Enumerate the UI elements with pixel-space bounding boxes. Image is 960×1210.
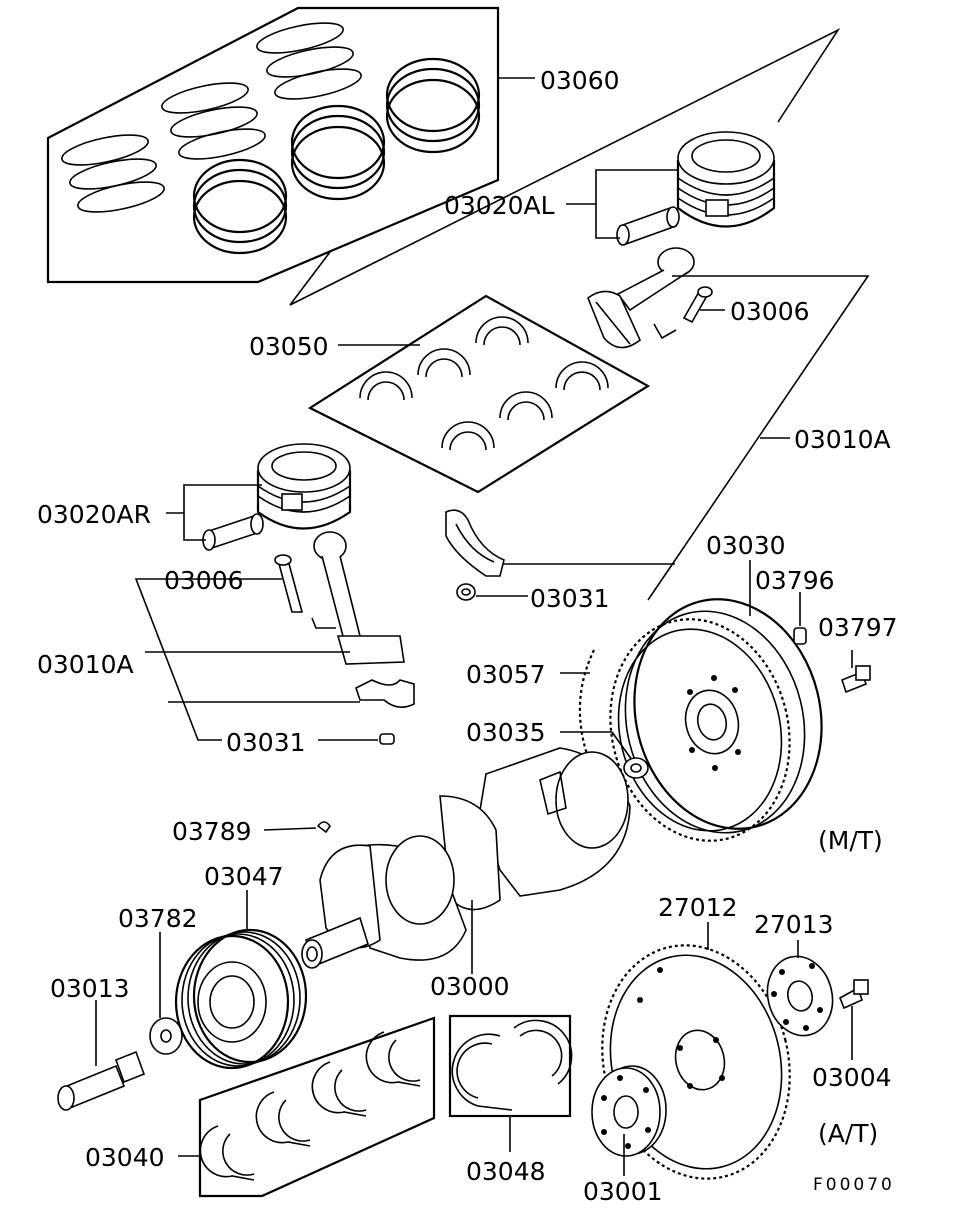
dowel-pin	[793, 627, 807, 645]
piston-ring-set	[46, 6, 500, 284]
label-03001: 03001	[583, 1177, 663, 1206]
label-03035: 03035	[466, 718, 546, 747]
crankshaft-pulley	[174, 928, 308, 1070]
label-03004: 03004	[812, 1063, 892, 1092]
drive-plate-adapter	[591, 1065, 667, 1157]
label-03031-right: 03031	[530, 584, 610, 613]
label-03020AR: 03020AR	[37, 500, 151, 529]
piston-pin-left	[202, 513, 264, 551]
label-03048: 03048	[466, 1157, 546, 1186]
main-bearing-set	[198, 1016, 436, 1198]
label-03797: 03797	[818, 613, 898, 642]
label-03013: 03013	[50, 974, 130, 1003]
label-03040: 03040	[85, 1143, 165, 1172]
flywheel-bolt-mt	[841, 665, 871, 694]
crankshaft	[301, 747, 631, 969]
connecting-rod-left	[313, 531, 405, 665]
rod-cap-left	[355, 679, 415, 708]
figure-code: F00070	[813, 1175, 895, 1195]
rod-bolt-top	[682, 286, 713, 324]
thrust-bearing-set	[448, 1014, 573, 1118]
drive-plate-bolt	[838, 979, 869, 1010]
rod-bearing-set	[307, 294, 651, 494]
connecting-rod-right	[587, 247, 695, 349]
label-03057: 03057	[466, 660, 546, 689]
rod-bolt-left	[274, 554, 304, 613]
label-03060: 03060	[540, 66, 620, 95]
ring-gear-mt	[578, 649, 609, 801]
rod-nut-right	[456, 583, 476, 601]
pulley-washer	[149, 1017, 183, 1055]
note-mt: (M/T)	[818, 826, 883, 855]
label-03796: 03796	[755, 566, 835, 595]
label-03006-left: 03006	[164, 566, 244, 595]
labels: 03060 03020AL 03006 03050 03010A 03020AR…	[37, 66, 898, 1206]
label-27012: 27012	[658, 893, 738, 922]
rod-cap-right	[445, 509, 505, 577]
label-03006-top: 03006	[730, 297, 810, 326]
label-03789: 03789	[172, 817, 252, 846]
label-03050: 03050	[249, 332, 329, 361]
label-03010A-right: 03010A	[794, 425, 891, 454]
label-03010A-left: 03010A	[37, 650, 134, 679]
rod-nut-left	[379, 733, 395, 745]
piston-right	[676, 131, 776, 228]
label-03047: 03047	[204, 862, 284, 891]
label-03030: 03030	[706, 531, 786, 560]
piston-pin-right	[616, 206, 680, 246]
label-03020AL: 03020AL	[444, 191, 555, 220]
label-03782: 03782	[118, 904, 198, 933]
pilot-bushing	[623, 757, 649, 779]
label-27013: 27013	[754, 910, 834, 939]
flywheel-mt	[609, 598, 823, 842]
label-03031-left: 03031	[226, 728, 306, 757]
note-at: (A/T)	[818, 1119, 878, 1148]
reinforcement-plate	[766, 955, 834, 1037]
piston-left	[256, 443, 352, 530]
label-03000: 03000	[430, 972, 510, 1001]
pulley-bolt	[57, 1050, 146, 1111]
woodruff-key	[316, 821, 331, 834]
